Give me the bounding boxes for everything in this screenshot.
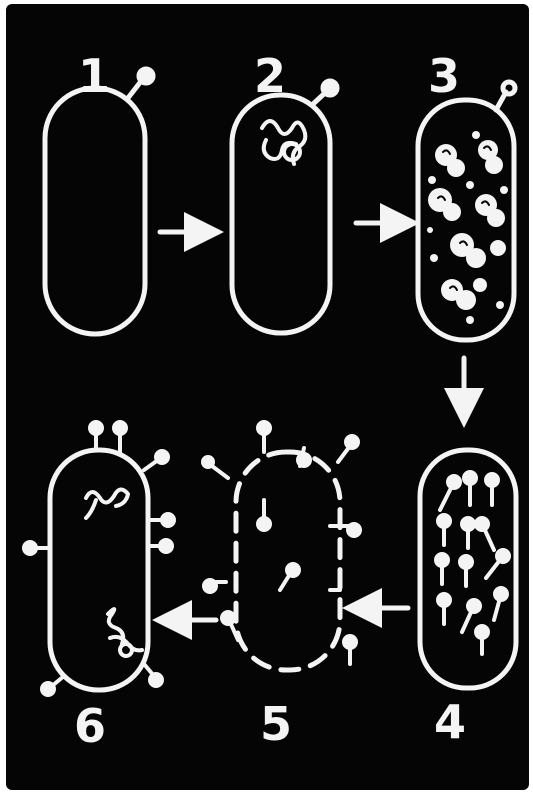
stage-1-label: 1 [78,49,110,103]
injected-dna [86,489,142,656]
stage-6: 6 [24,422,174,753]
stage-4-label: 4 [434,695,466,749]
stage-3-label: 3 [428,49,460,103]
assembled-phages [436,472,509,654]
stage-1: 1 [45,49,153,334]
attached-phage [128,69,153,98]
stage-6-label: 6 [74,699,106,753]
attached-phage [496,82,515,110]
stage-5-lysing-cell [236,452,340,670]
attached-phage [312,81,337,105]
stage-4: 4 [420,450,516,749]
stage-5: 5 [203,422,360,751]
adsorbing-phages [24,422,174,695]
injected-dna [262,121,305,164]
stage-5-label: 5 [260,697,292,751]
stage-3: 3 [418,49,515,340]
replicating-dna [427,131,508,324]
stage-1-cell [45,88,145,334]
released-phages [203,422,360,664]
stage-6-cell [50,450,148,690]
stage-2: 2 [232,49,337,333]
